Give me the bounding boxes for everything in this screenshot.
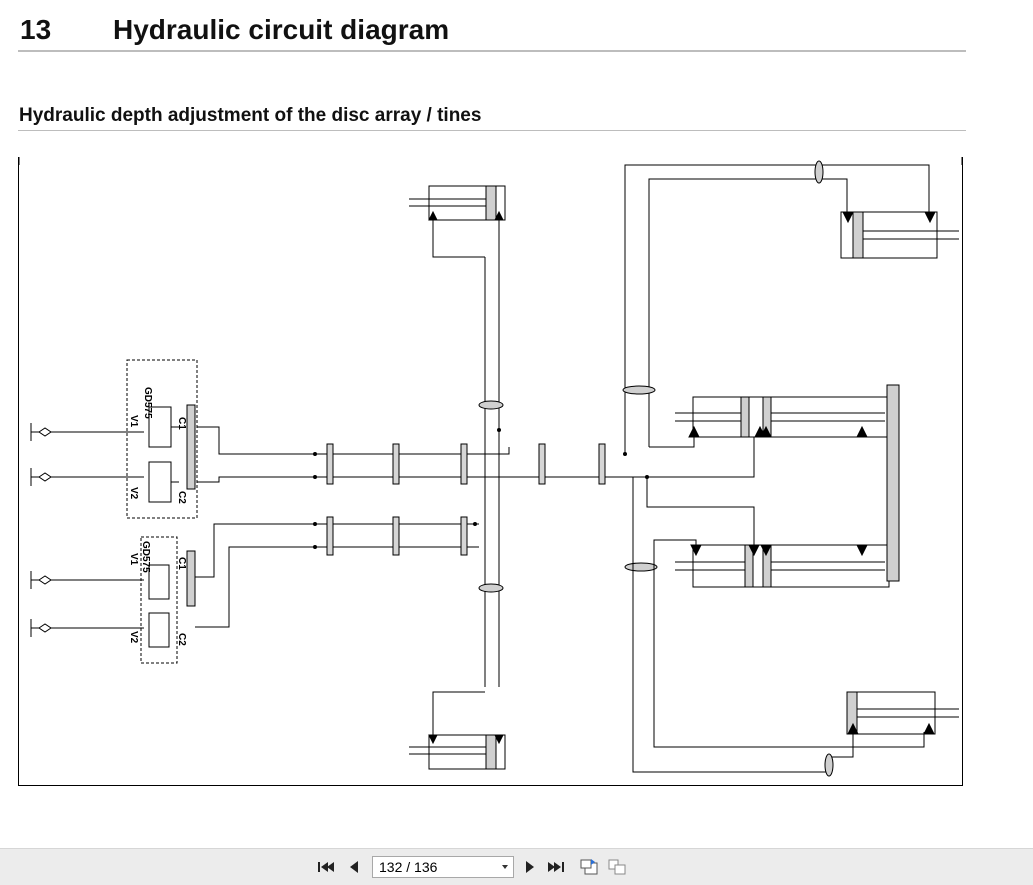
valve-port-label: V2 — [128, 487, 139, 500]
hydraulic-cylinder-bottom — [428, 734, 506, 770]
inline-filter — [392, 443, 400, 485]
document-page: 13 Hydraulic circuit diagram Hydraulic d… — [18, 14, 966, 786]
previous-page-button[interactable] — [346, 858, 362, 876]
coupling-2 — [30, 468, 52, 486]
inline-filter — [326, 516, 334, 556]
valve-block-lower — [140, 536, 178, 664]
flow-restrictor — [824, 753, 834, 777]
coupling-1 — [30, 423, 52, 441]
flow-restrictor — [622, 385, 656, 395]
page-number-select[interactable]: 132 / 136 — [372, 856, 514, 878]
pipe — [197, 426, 510, 455]
inline-filter — [598, 443, 606, 485]
valve-port-label: V1 — [128, 415, 139, 428]
section-title: Hydraulic depth adjustment of the disc a… — [19, 105, 482, 126]
viewer-toolbar: 132 / 136 — [0, 848, 1033, 885]
section-divider — [18, 130, 966, 131]
coupling-3 — [30, 571, 52, 589]
pipe — [619, 437, 755, 478]
hydraulic-cylinder-top-right — [840, 211, 938, 259]
pipe — [653, 539, 925, 748]
check-valve — [148, 564, 170, 600]
pipe — [195, 523, 479, 578]
pipe — [648, 178, 848, 447]
inline-filter — [392, 516, 400, 556]
valve-code-label: GD575 — [142, 387, 153, 419]
valve-port-label: C1 — [176, 557, 187, 570]
title-divider — [18, 50, 966, 52]
valve-port-label: V1 — [128, 553, 139, 566]
disc-array-beam — [886, 384, 900, 582]
first-page-button[interactable] — [316, 858, 336, 876]
inline-filter — [460, 516, 468, 556]
hydraulic-cylinder-top — [428, 185, 506, 221]
first-page-icon — [318, 862, 334, 872]
previous-page-icon — [350, 861, 358, 873]
pipe — [624, 164, 930, 454]
valve-port-label: C1 — [176, 417, 187, 430]
inline-filter — [326, 443, 334, 485]
valve-port-label: C2 — [176, 491, 187, 504]
chapter-title: Hydraulic circuit diagram — [113, 14, 450, 45]
flow-restrictor — [624, 562, 658, 572]
pipe — [195, 546, 479, 628]
next-page-icon — [526, 861, 534, 873]
valve-port-label: C2 — [176, 633, 187, 646]
inline-filter — [538, 443, 546, 485]
pipe — [646, 477, 755, 545]
inline-filter — [460, 443, 468, 485]
chevron-down-icon — [502, 865, 508, 869]
last-page-button[interactable] — [546, 858, 566, 876]
flow-restrictor — [478, 583, 504, 593]
page-indicator: 132 / 136 — [379, 859, 438, 875]
pipe — [197, 476, 619, 483]
chapter-number: 13 — [20, 14, 52, 45]
pipe — [649, 437, 695, 448]
valve-block-upper — [126, 359, 198, 519]
hydraulic-diagram: C1 C2 V1 V2 GD575 C1 C2 V1 V2 GD575 — [18, 157, 963, 786]
check-valve — [148, 612, 170, 648]
continuous-view-icon — [580, 859, 598, 875]
flow-restrictor — [814, 160, 824, 184]
next-page-button[interactable] — [522, 858, 538, 876]
valve-bar — [186, 550, 196, 607]
last-page-icon — [548, 862, 564, 872]
check-valve — [148, 461, 172, 503]
coupling-4 — [30, 619, 52, 637]
continuous-view-button[interactable] — [578, 858, 600, 876]
valve-bar — [186, 404, 196, 490]
facing-view-icon — [608, 859, 626, 875]
flow-restrictor — [478, 400, 504, 410]
valve-code-label: GD575 — [140, 541, 151, 573]
hydraulic-diagram-svg: C1 C2 V1 V2 GD575 C1 C2 V1 V2 GD575 — [19, 157, 963, 777]
hydraulic-cylinder-bottom-right — [846, 691, 936, 735]
facing-view-button[interactable] — [606, 858, 628, 876]
valve-port-label: V2 — [128, 631, 139, 644]
